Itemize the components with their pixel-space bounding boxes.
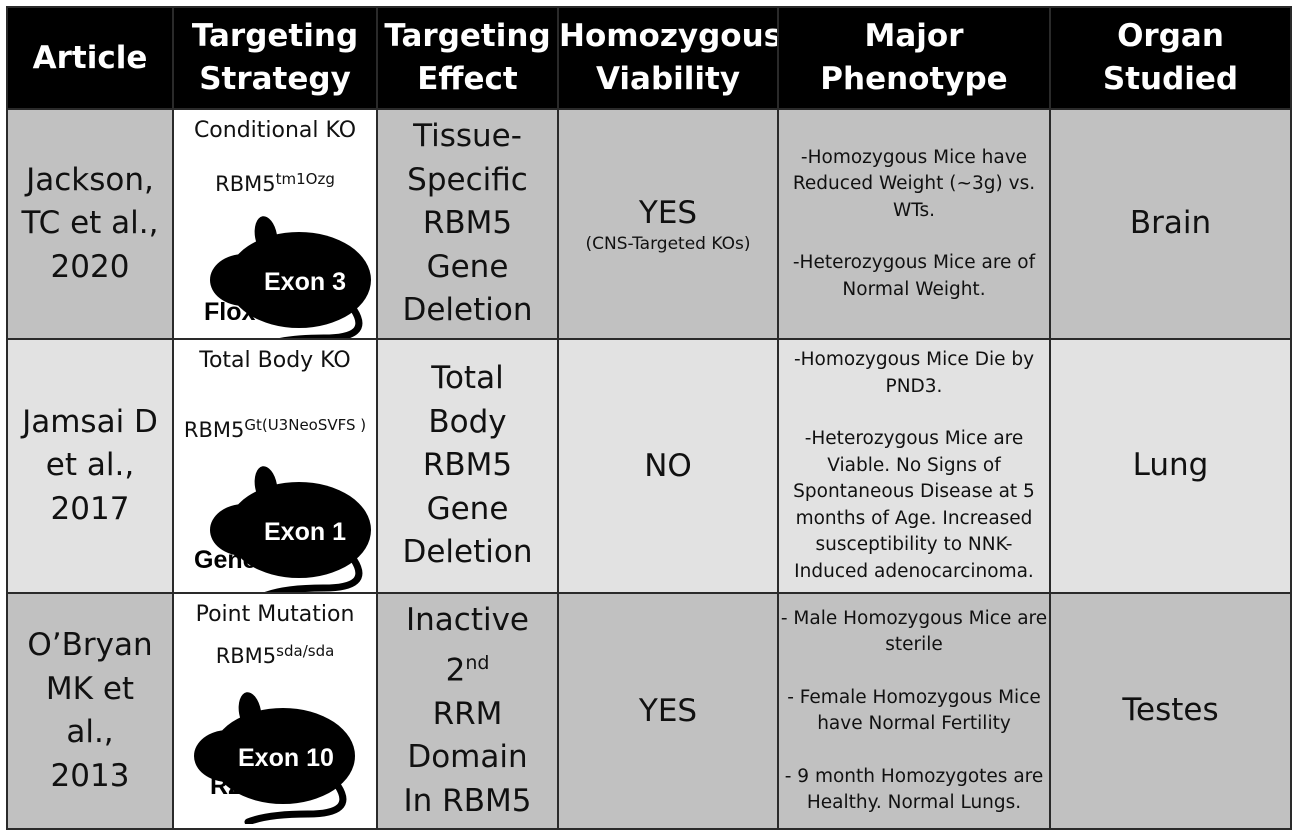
targeting-tag: Gene-Trap (194, 546, 318, 574)
mouse-silhouette-icon: Exon 3 (210, 216, 371, 337)
strategy-title: Point Mutation (195, 602, 355, 627)
strategy-title: Total Body KO (199, 348, 351, 373)
article-cell: O’Bryan MK et al., 2013 (6, 592, 174, 830)
table-row: Jamsai D et al., 2017 Total Body KO RBM5… (6, 338, 1292, 594)
header-article: Article (6, 6, 174, 110)
phenotype-cell: - Male Homozygous Mice are sterile - Fem… (777, 592, 1051, 830)
organ-cell: Testes (1049, 592, 1292, 830)
viability-cell: YES (557, 592, 779, 830)
effect-cell: Inactive 2nd RRM Domain In RBM5 (376, 592, 559, 830)
viability-cell: NO (557, 338, 779, 594)
allele-name: RBM5Gt(U3NeoSVFS ) (183, 416, 367, 442)
allele-name: RBM5sda/sda (215, 642, 335, 668)
mouse-silhouette-icon: Exon 10 (194, 692, 355, 824)
allele-name: RBM5tm1Ozg (215, 170, 335, 196)
article-cell: Jackson, TC et al., 2020 (6, 108, 174, 340)
organ-cell: Brain (1049, 108, 1292, 340)
exon-label: Exon 10 (238, 744, 334, 772)
strategy-cell: Total Body KO RBM5Gt(U3NeoSVFS ) Exon 1 … (172, 338, 378, 594)
phenotype-cell: -Homozygous Mice have Reduced Weight (~3… (777, 108, 1051, 340)
table-row: Jackson, TC et al., 2020 Conditional KO … (6, 108, 1292, 340)
exon-label: Exon 3 (264, 268, 346, 296)
mouse-silhouette-icon: Exon 1 (210, 466, 371, 591)
organ-cell: Lung (1049, 338, 1292, 594)
effect-cell: Total Body RBM5 Gene Deletion (376, 338, 559, 594)
effect-cell: Tissue- Specific RBM5 Gene Deletion (376, 108, 559, 340)
targeting-tag: Floxed (204, 298, 285, 326)
viability-cell: YES (CNS-Targeted KOs) (557, 108, 779, 340)
exon-label: Exon 1 (264, 518, 346, 546)
strategy-title: Conditional KO (193, 118, 357, 143)
table-row: O’Bryan MK et al., 2013 Point Mutation R… (6, 592, 1292, 830)
strategy-cell: Conditional KO RBM5tm1Ozg Exon 3 Floxed (172, 108, 378, 340)
article-cell: Jamsai D et al., 2017 (6, 338, 174, 594)
strategy-cell: Point Mutation RBM5sda/sda Exon 10 R263P (172, 592, 378, 830)
targeting-tag: R263P (210, 772, 287, 800)
phenotype-cell: -Homozygous Mice Die by PND3. -Heterozyg… (777, 338, 1051, 594)
